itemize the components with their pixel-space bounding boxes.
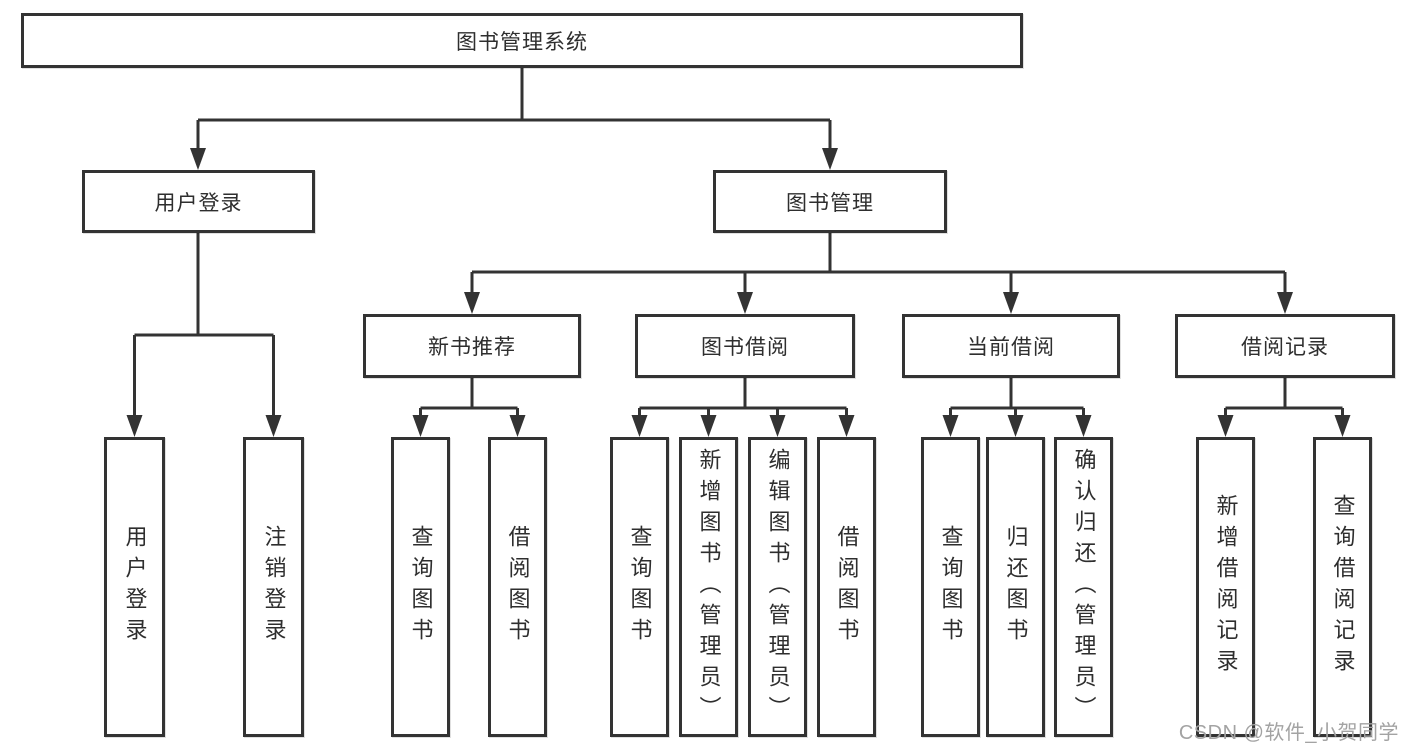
- node-label: 图书管理: [786, 191, 874, 215]
- node-current-borrowing: 当前借阅: [902, 314, 1120, 378]
- leaf-query-books-current: 查询图书: [921, 437, 980, 737]
- leaf-confirm-return-admin: 确认归还（管理员）: [1054, 437, 1113, 737]
- leaf-edit-books-admin: 编辑图书（管理员）: [748, 437, 807, 737]
- leaf-label: 新增借阅记录: [1213, 494, 1239, 680]
- node-label: 当前借阅: [967, 336, 1055, 359]
- node-book-management: 图书管理: [713, 170, 947, 233]
- node-new-book-recommendation: 新书推荐: [363, 314, 581, 378]
- node-user-login: 用户登录: [82, 170, 315, 233]
- node-book-borrowing: 图书借阅: [635, 314, 855, 378]
- leaf-return-books: 归还图书: [986, 437, 1045, 737]
- leaf-user-login: 用户登录: [104, 437, 165, 737]
- node-library-management-system: 图书管理系统: [21, 13, 1023, 68]
- leaf-logout: 注销登录: [243, 437, 304, 737]
- node-label: 图书借阅: [701, 336, 789, 359]
- leaf-borrow-books-recommend: 借阅图书: [488, 437, 547, 737]
- leaf-add-books-admin: 新增图书（管理员）: [679, 437, 738, 737]
- leaf-label: 确认归还（管理员）: [1071, 447, 1097, 727]
- leaf-query-books-recommend: 查询图书: [391, 437, 450, 737]
- leaf-add-borrow-record: 新增借阅记录: [1196, 437, 1255, 737]
- watermark-text: CSDN @软件_小贺同学: [1178, 722, 1399, 744]
- leaf-query-borrow-record: 查询借阅记录: [1313, 437, 1372, 737]
- node-label: 图书管理系统: [456, 30, 588, 54]
- leaf-borrow-books-borrowing: 借阅图书: [817, 437, 876, 737]
- leaf-label: 查询图书: [627, 525, 653, 649]
- node-label: 用户登录: [154, 191, 243, 215]
- node-borrowing-records: 借阅记录: [1175, 314, 1395, 378]
- arrowheads: [126, 148, 1351, 437]
- leaf-label: 用户登录: [122, 525, 148, 649]
- leaf-label: 查询图书: [408, 525, 434, 649]
- leaf-label: 查询图书: [938, 525, 964, 649]
- leaf-label: 编辑图书（管理员）: [765, 447, 791, 727]
- leaf-label: 查询借阅记录: [1330, 494, 1356, 680]
- leaf-query-books-borrowing: 查询图书: [610, 437, 669, 737]
- leaf-label: 归还图书: [1003, 525, 1029, 649]
- node-label: 新书推荐: [428, 336, 516, 359]
- leaf-label: 新增图书（管理员）: [696, 447, 722, 727]
- node-label: 借阅记录: [1241, 336, 1329, 359]
- leaf-label: 借阅图书: [505, 525, 531, 649]
- leaf-label: 借阅图书: [834, 525, 860, 649]
- leaf-label: 注销登录: [261, 525, 287, 649]
